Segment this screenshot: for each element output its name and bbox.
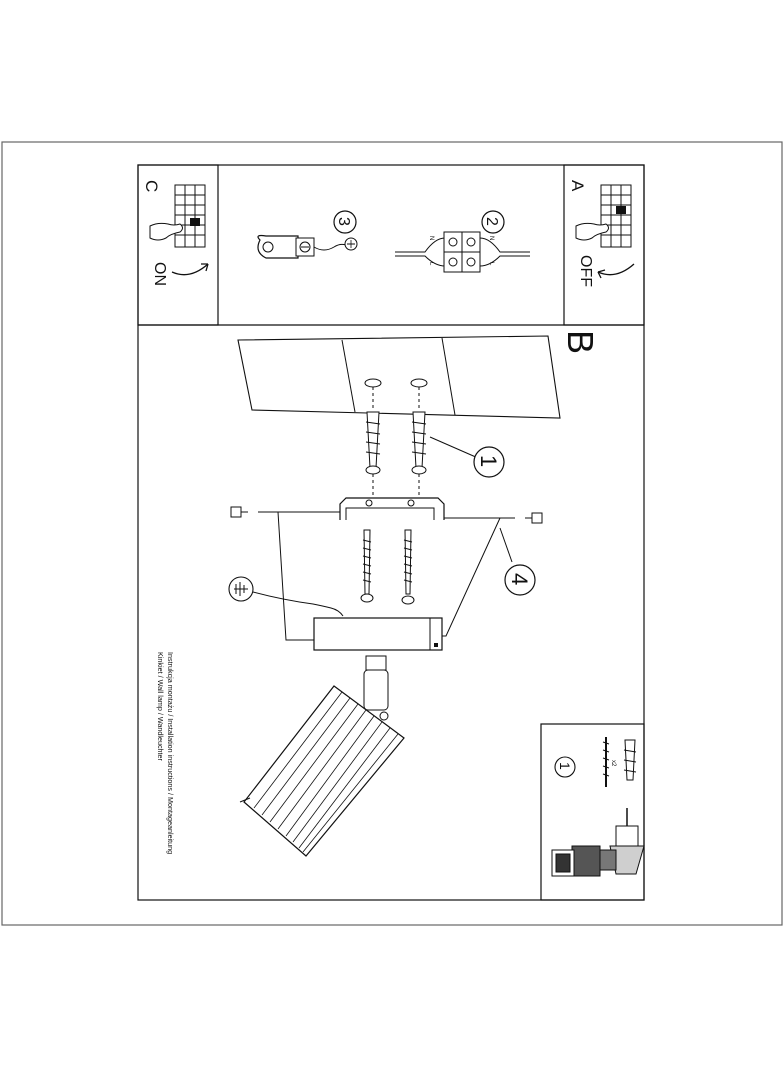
breaker-icon xyxy=(600,184,632,248)
earth-connection: 3 xyxy=(257,210,358,259)
lamp-canopy xyxy=(313,617,443,651)
wire-label-n-left: N xyxy=(428,236,434,240)
panel-c-letter: C xyxy=(142,180,161,192)
tools-panel: 1 x2 xyxy=(540,723,645,901)
mounting-bracket xyxy=(339,497,445,520)
wall-illustration xyxy=(237,335,561,419)
drill-icon xyxy=(551,808,645,877)
panel-a: A OFF xyxy=(563,164,645,326)
drill-size-label: x2 xyxy=(610,760,616,767)
screw-and-plug-icon xyxy=(602,737,637,787)
screw-icon xyxy=(401,529,415,605)
panel-b-letter: B xyxy=(560,330,601,354)
step-badge-wiring: 2 xyxy=(483,217,500,226)
breaker-icon xyxy=(174,184,206,248)
step-badge-tools: 1 xyxy=(557,762,573,770)
wire-label-n-right: N xyxy=(488,236,494,240)
panel-c-switch-label: ON xyxy=(151,262,168,286)
step-badge-mount-screws: 4 xyxy=(507,573,532,585)
panel-a-letter: A xyxy=(568,180,587,192)
panel-c: C ON xyxy=(137,164,219,326)
lamp-joint xyxy=(363,655,389,721)
screw-icon xyxy=(360,529,374,603)
inner-frame xyxy=(137,164,645,901)
lamp-shade xyxy=(239,685,405,857)
step-badge-anchors: 1 xyxy=(476,455,501,467)
step-badge-earth: 3 xyxy=(335,217,352,226)
caption-line2: Kinkiet / Wall lamp / Wandleuchter xyxy=(156,652,165,762)
panel-a-switch-label: OFF xyxy=(577,255,594,287)
wire-label-l-left: L xyxy=(428,262,434,266)
wiring-connection: 2 N L N L xyxy=(395,210,530,273)
rotate-arrow-icon xyxy=(597,263,635,276)
side-screw-right xyxy=(525,512,543,524)
wall-plug-icon xyxy=(411,411,427,475)
hand-icon xyxy=(575,222,609,241)
hand-icon xyxy=(149,222,183,241)
side-screw-left xyxy=(230,506,248,518)
wall-plug-icon xyxy=(365,411,381,475)
outer-frame xyxy=(1,141,783,926)
long-screws xyxy=(360,529,415,605)
wire-label-l-right: L xyxy=(488,262,494,266)
wall-plugs xyxy=(365,411,427,475)
earth-symbol-icon xyxy=(344,237,358,251)
rotate-arrow-icon xyxy=(171,263,209,276)
earth-wire xyxy=(228,576,344,617)
caption-line1: Instrukcja montażu / Installation instru… xyxy=(166,652,175,854)
